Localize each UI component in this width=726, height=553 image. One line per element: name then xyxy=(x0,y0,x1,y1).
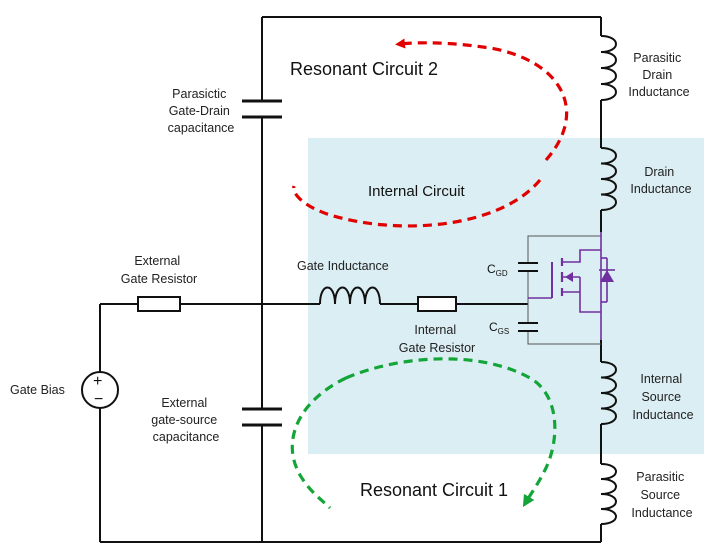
resonant-circuit-1-arrow-left xyxy=(290,376,347,510)
source-plus: + xyxy=(93,373,102,390)
gate-inductance-label: Gate Inductance xyxy=(297,259,389,273)
mosfet-model xyxy=(518,232,615,345)
cgd-label: CGD xyxy=(487,262,508,278)
resonant-circuit-2-arrow-top xyxy=(395,38,568,162)
internal-circuit-label: Internal Circuit xyxy=(368,183,466,200)
resonant-circuit-2-arrow xyxy=(292,178,542,228)
parasitic-gate-drain-cap-label: Parasictic Gate-Drain capacitance xyxy=(168,87,235,135)
external-gate-resistor xyxy=(137,296,181,312)
external-gate-source-cap-label: External gate-source capacitance xyxy=(151,396,221,444)
drain-inductor xyxy=(600,147,617,211)
resonant-circuit-1-label: Resonant Circuit 1 xyxy=(360,480,508,500)
parasitic-source-inductance-label: Parasitic Source Inductance xyxy=(631,470,692,520)
internal-source-inductor xyxy=(600,361,617,425)
gate-inductor xyxy=(319,286,381,305)
external-gate-resistor-label: External Gate Resistor xyxy=(121,254,197,286)
parasitic-source-inductor xyxy=(600,463,617,525)
gate-bias-label: Gate Bias xyxy=(10,383,65,397)
resonant-circuit-1-arrow xyxy=(345,357,557,508)
parasitic-drain-inductance-label: Parasitic Drain Inductance xyxy=(628,51,689,99)
internal-gate-resistor xyxy=(417,296,457,312)
internal-source-inductance-label: Internal Source Inductance xyxy=(632,372,693,422)
source-minus: − xyxy=(94,391,103,408)
parasitic-drain-inductor xyxy=(600,35,617,101)
gate-bias-source: + − xyxy=(81,371,119,409)
drain-inductance-label: Drain Inductance xyxy=(630,165,691,196)
internal-gate-resistor-label: Internal Gate Resistor xyxy=(399,323,475,355)
external-gate-source-capacitor xyxy=(242,407,282,427)
internal-circuit-region xyxy=(308,138,704,454)
cgs-label: CGS xyxy=(489,320,509,336)
resonant-circuit-2-label: Resonant Circuit 2 xyxy=(290,59,438,79)
parasitic-gate-drain-capacitor xyxy=(242,99,282,119)
